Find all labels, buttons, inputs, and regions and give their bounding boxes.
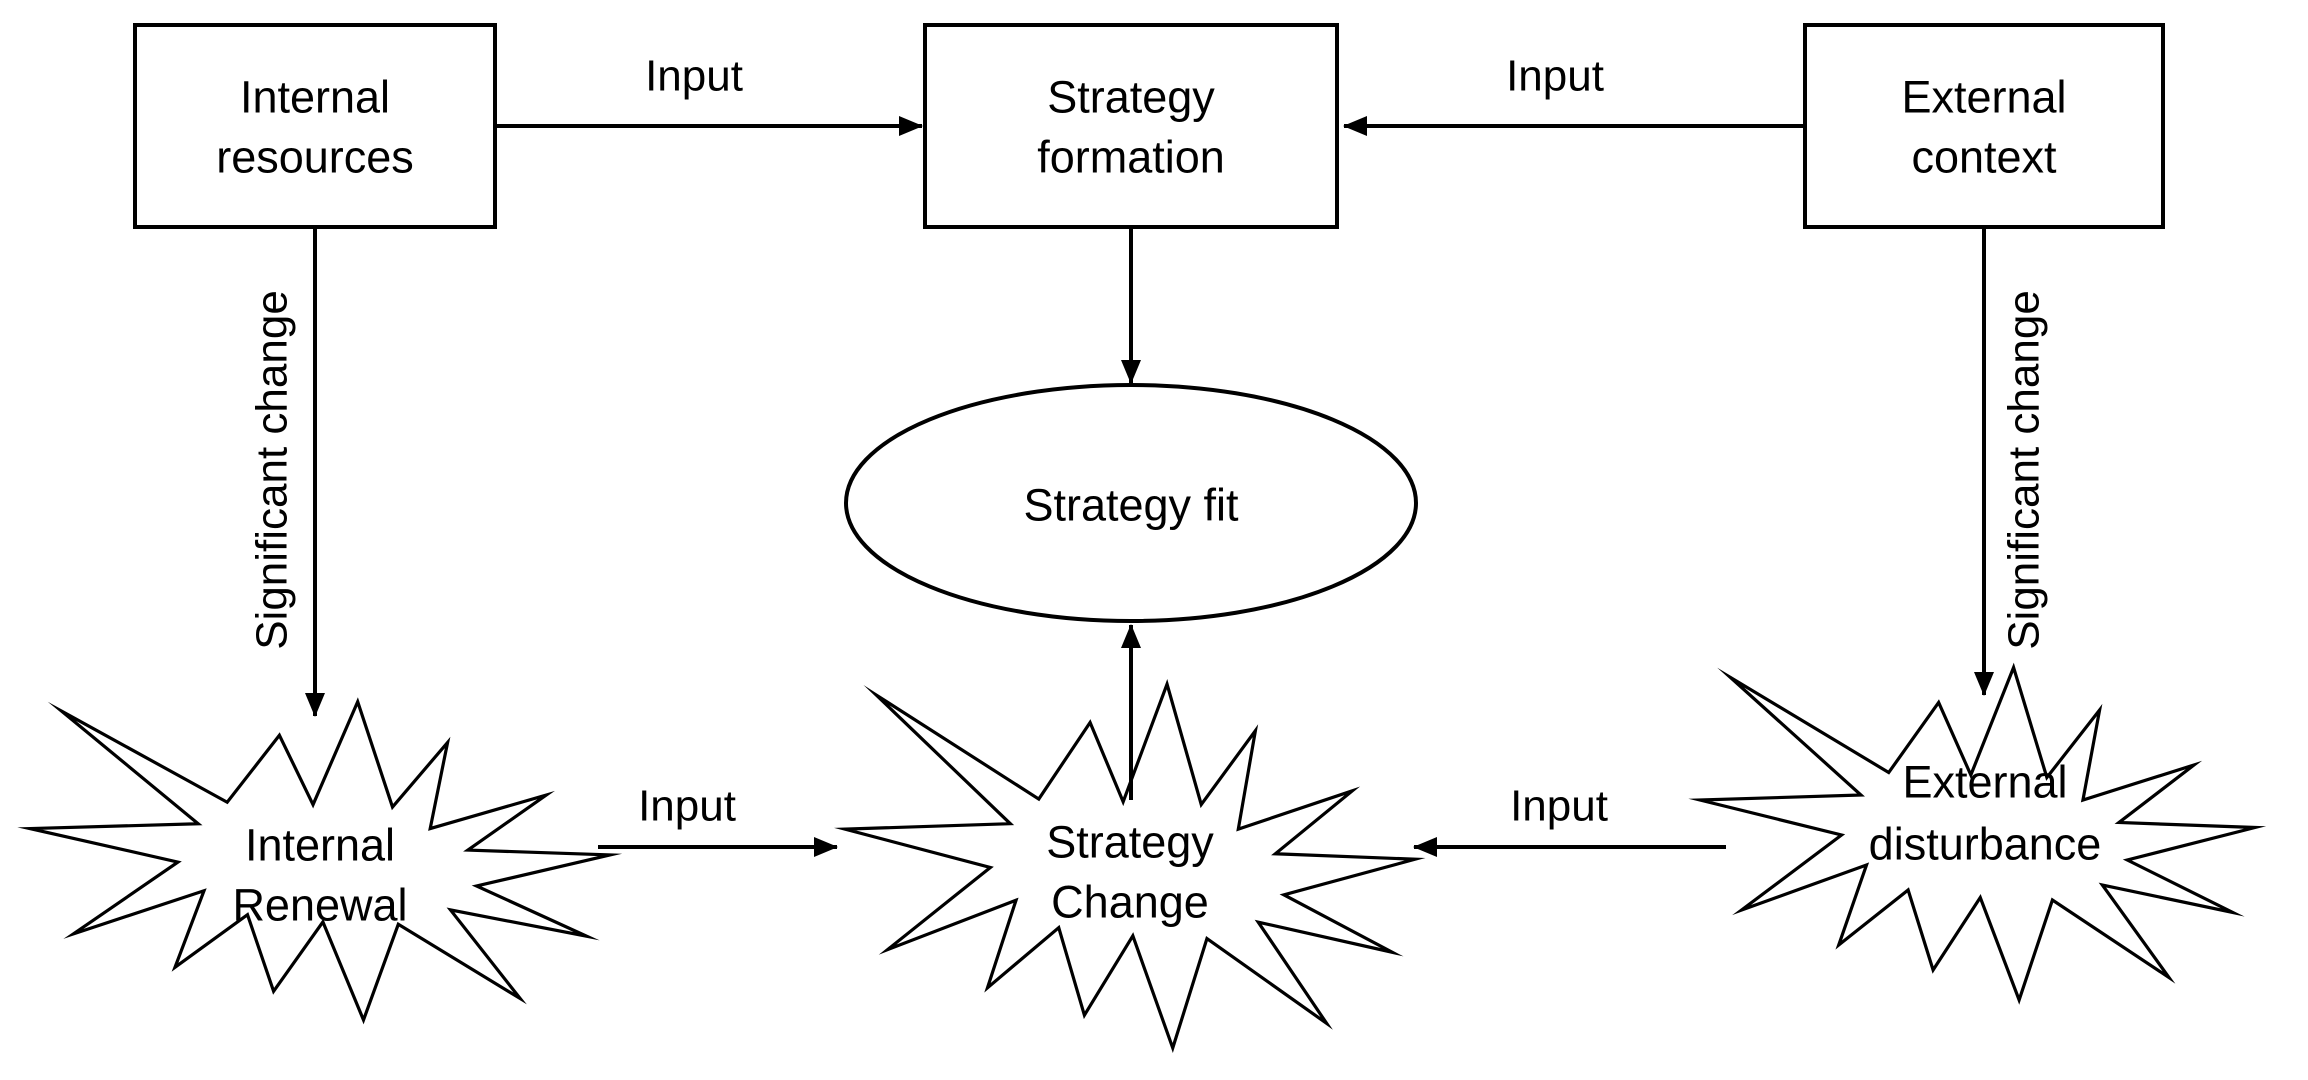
strategy-change-label-line1: Strategy [1046, 817, 1214, 868]
strategy-change-label-line2: Change [1051, 877, 1209, 928]
internal-renewal-label-line1: Internal [245, 820, 395, 871]
internal-renewal-burst [30, 702, 610, 1020]
significant-change-label-left: Significant change [248, 290, 297, 650]
internal-renewal-label-line2: Renewal [232, 880, 407, 931]
strategy-change-label: Strategy Change [1046, 817, 1214, 928]
strategy-formation-label-line2: formation [1037, 132, 1225, 183]
arrow-layer [305, 116, 1994, 857]
strategy-change-burst [845, 684, 1415, 1048]
shape-layer [30, 23, 2255, 1048]
external-context-label-line1: External [1901, 72, 2066, 123]
input-label-bottom-right: Input [1510, 782, 1608, 831]
external-context-label: External context [1901, 72, 2066, 183]
strategy-formation-label-line1: Strategy [1047, 72, 1215, 123]
external-disturbance-burst [1700, 668, 2255, 1001]
strategy-formation-box [923, 23, 1339, 229]
external-context-box [1803, 23, 2165, 229]
strategy-fit-ellipse [844, 383, 1418, 623]
internal-resources-label-line2: resources [216, 132, 414, 183]
external-disturbance-label-line2: disturbance [1869, 819, 2102, 870]
external-disturbance-label-line1: External [1902, 757, 2067, 808]
strategy-formation-label: Strategy formation [1037, 72, 1225, 183]
internal-resources-box [133, 23, 497, 229]
internal-resources-label: Internal resources [216, 72, 414, 183]
internal-renewal-label: Internal Renewal [232, 820, 407, 931]
external-context-label-line2: context [1911, 132, 2057, 183]
input-label-bottom-left: Input [638, 782, 736, 831]
edge-label-layer: Input Input Input Input Significant chan… [248, 52, 2049, 831]
input-label-top-right: Input [1506, 52, 1604, 101]
node-label-layer: Internal resources Strategy formation Ex… [216, 72, 2101, 931]
strategy-fit-label: Strategy fit [1023, 480, 1239, 531]
internal-resources-label-line1: Internal [240, 72, 390, 123]
external-disturbance-label: External disturbance [1869, 757, 2102, 870]
input-label-top-left: Input [645, 52, 743, 101]
significant-change-label-right: Significant change [2000, 290, 2049, 650]
